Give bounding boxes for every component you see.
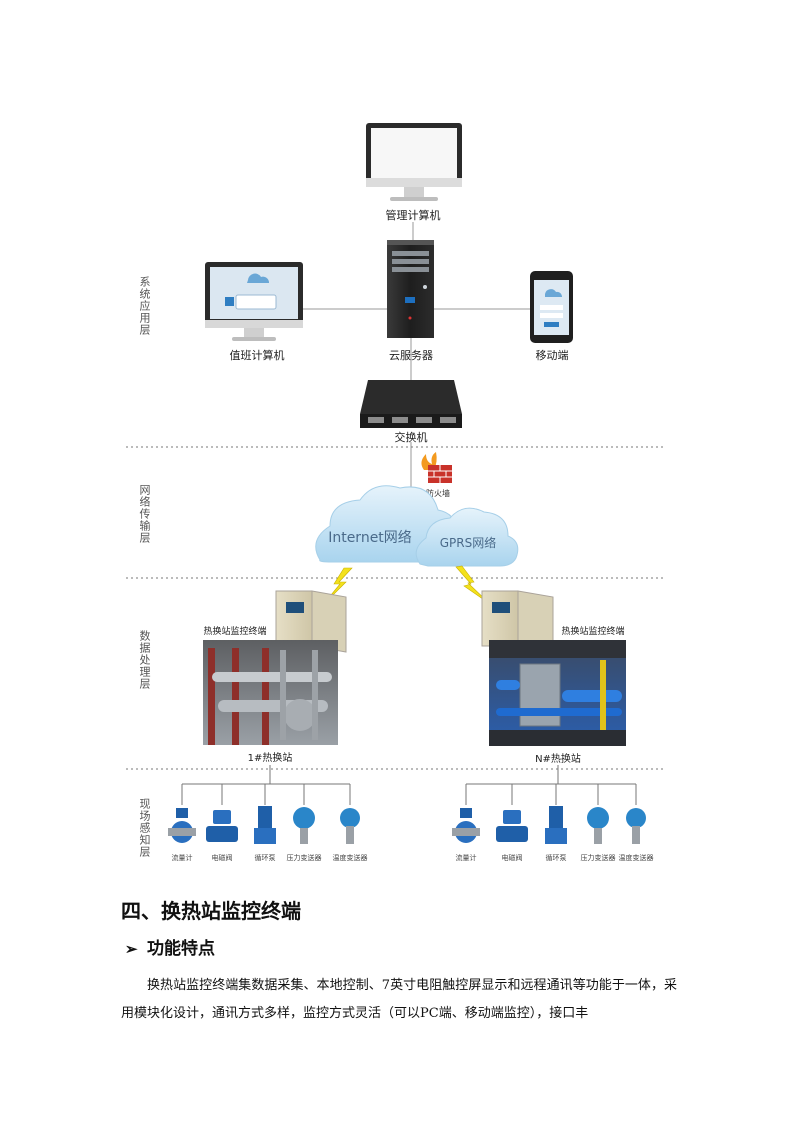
firewall-label: 防火墙 [426, 488, 450, 498]
switch-label: 交换机 [395, 430, 428, 444]
subsection-title: 功能特点 [147, 939, 215, 959]
field-bracket-right [465, 765, 637, 805]
arrow-bullet-icon: ➢ [125, 940, 138, 958]
device-label: 循环泵 [255, 853, 276, 862]
system-architecture-diagram: 管理计算机 值班计算机 云服务器 移动端 [126, 123, 664, 862]
gprs-cloud-icon [415, 507, 519, 567]
device-label: 流量计 [456, 853, 477, 862]
mobile-device-icon [530, 271, 573, 343]
wireless-link-left-icon [321, 567, 353, 607]
device-label: 温度变送器 [333, 853, 368, 862]
switch-icon [360, 380, 462, 428]
station-1-photo [203, 640, 338, 745]
gprs-cloud-label: GPRS网络 [440, 535, 497, 550]
circulation-pump-right-icon [545, 806, 567, 844]
pressure-transmitter-left-icon [293, 807, 315, 844]
device-label: 电磁阀 [502, 853, 523, 862]
pressure-transmitter-right-icon [587, 807, 609, 844]
terminal-left-icon [275, 590, 347, 653]
firewall-icon [421, 452, 452, 483]
mobile-label: 移动端 [536, 349, 569, 362]
duty-computer-icon [205, 262, 303, 341]
station-n-label: N#热换站 [535, 752, 581, 765]
field-bracket-left [181, 765, 351, 805]
device-label: 电磁阀 [212, 853, 233, 862]
layer-label-application: 系统应用层 [138, 276, 151, 336]
temperature-transmitter-right-icon [626, 808, 646, 844]
management-computer-icon [366, 123, 462, 201]
solenoid-valve-right-icon [496, 810, 528, 842]
terminal-left-label: 热换站监控终端 [203, 625, 266, 637]
flowmeter-right-icon [452, 808, 480, 843]
body-paragraph: 换热站监控终端集数据采集、本地控制、7英寸电阻触控屏显示和远程通讯等功能于一体，… [121, 978, 677, 1021]
device-label: 压力变送器 [581, 853, 616, 862]
section-heading: 四、换热站监控终端 [121, 899, 301, 923]
layer-label-network: 网络传输层 [138, 484, 151, 544]
wireless-link-right-icon [455, 565, 491, 605]
temperature-transmitter-left-icon [340, 808, 360, 844]
station-1-label: 1#热换站 [248, 751, 293, 764]
cloud-server-label: 云服务器 [389, 349, 433, 362]
device-label: 压力变送器 [287, 853, 322, 862]
device-label: 循环泵 [546, 853, 567, 862]
cloud-server-icon [387, 240, 434, 338]
flowmeter-left-icon [168, 808, 196, 843]
management-computer-label: 管理计算机 [386, 208, 441, 222]
duty-computer-label: 值班计算机 [230, 348, 285, 362]
layer-label-field: 现场感知层 [138, 798, 151, 858]
terminal-right-label: 热换站监控终端 [561, 625, 624, 637]
circulation-pump-left-icon [254, 806, 276, 844]
solenoid-valve-left-icon [206, 810, 238, 842]
internet-cloud-label: Internet网络 [328, 530, 412, 546]
station-n-photo [489, 640, 626, 746]
device-label: 温度变送器 [619, 853, 654, 862]
terminal-right-icon [481, 590, 554, 653]
device-label: 流量计 [172, 853, 193, 862]
layer-label-data: 数据处理层 [138, 630, 151, 690]
subsection-heading: ➢ 功能特点 [125, 934, 215, 959]
